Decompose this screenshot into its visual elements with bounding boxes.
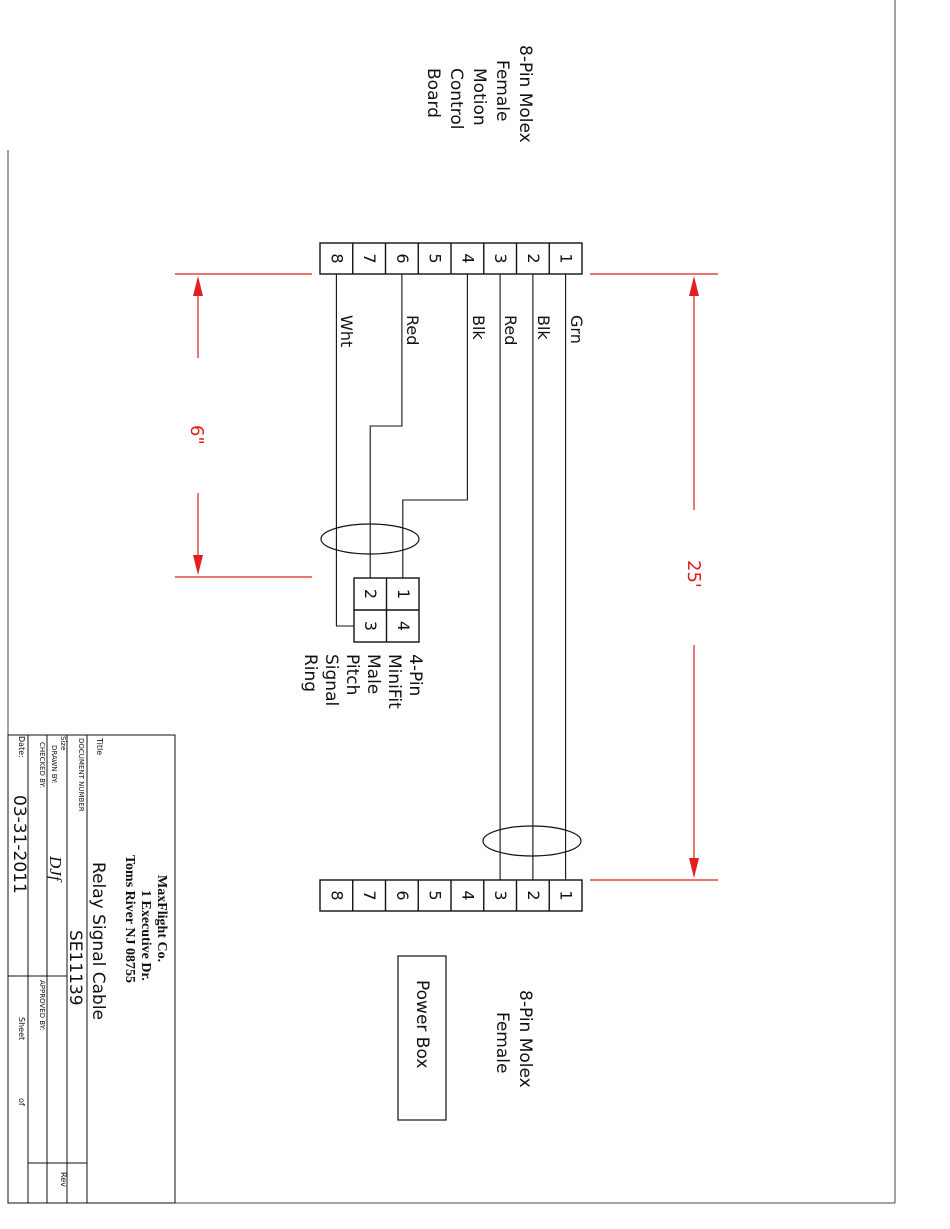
tb-title: Relay Signal Cable <box>88 862 108 1020</box>
tb-address1: 1 Executive Dr. <box>138 890 153 981</box>
dimension-short-label: 6" <box>186 425 207 445</box>
right-pin-4: 4 <box>458 890 477 900</box>
svg-text:MiniFit: MiniFit <box>384 654 404 709</box>
left-connector-label: 8-Pin Molex Female Motion Control Board <box>423 45 535 143</box>
title-block: MaxFlight Co. 1 Executive Dr. Toms River… <box>7 734 176 1204</box>
left-pin-7: 7 <box>360 253 379 263</box>
left-pin-1: 1 <box>557 253 576 263</box>
right-pin-2: 2 <box>524 890 543 900</box>
wire-pin6 <box>369 274 403 578</box>
svg-text:Male: Male <box>363 654 383 694</box>
tb-drawn-by-label: DRAWN BY: <box>50 745 58 784</box>
svg-text:Control: Control <box>446 68 466 129</box>
right-connector: 1 2 3 4 5 6 7 8 <box>319 879 583 912</box>
svg-text:8-Pin Molex: 8-Pin Molex <box>515 45 535 143</box>
tb-title-label: Title <box>95 737 104 755</box>
minifit-connector: 1 2 3 4 <box>353 577 420 643</box>
dimension-short <box>175 273 312 578</box>
wire-label-blk-2: Blk <box>534 315 553 340</box>
tb-date: 03-31-2011 <box>9 795 29 894</box>
tb-size-label: Size <box>59 736 67 750</box>
tb-approved-by-label: APPROVED BY: <box>38 980 46 1030</box>
wire-label-red-6: Red <box>403 315 422 345</box>
left-pin-6: 6 <box>393 253 412 263</box>
tb-drawn-by: DJf <box>46 855 65 883</box>
svg-text:Female: Female <box>492 60 512 121</box>
wire-labels: Grn Blk Red Blk Red Wht <box>337 315 586 347</box>
svg-text:Female: Female <box>492 1012 512 1073</box>
cable-tie-main <box>482 825 582 857</box>
tb-sheet-label: Sheet <box>17 1017 26 1040</box>
wire-label-wht: Wht <box>337 315 356 347</box>
svg-text:Signal: Signal <box>321 654 341 706</box>
minifit-pin-2: 2 <box>361 589 380 599</box>
tb-doc-number-label: DOCUMENT NUMBER <box>77 738 85 812</box>
svg-text:Ring: Ring <box>300 654 320 692</box>
svg-text:Board: Board <box>423 68 443 118</box>
wire-pin8 <box>335 274 354 627</box>
left-connector: 1 2 3 4 5 6 7 8 <box>319 242 583 275</box>
left-pin-4: 4 <box>458 253 477 263</box>
svg-text:4-Pin: 4-Pin <box>405 654 425 696</box>
minifit-label: 4-Pin MiniFit Male Pitch Signal Ring <box>300 654 425 709</box>
right-connector-label: 8-Pin Molex Female <box>492 990 535 1088</box>
right-pin-3: 3 <box>491 890 510 900</box>
svg-text:Power Box: Power Box <box>412 980 432 1068</box>
page-frame <box>7 0 896 1204</box>
tb-date-label: Date: <box>17 736 26 758</box>
right-pin-8: 8 <box>327 890 346 900</box>
left-pin-3: 3 <box>491 253 510 263</box>
tb-checked-by-label: CHECKED BY: <box>38 742 46 788</box>
tb-address2: Toms River NJ 08755 <box>122 855 137 983</box>
dimension-long <box>590 273 718 881</box>
svg-text:Pitch: Pitch <box>342 654 362 695</box>
tb-rev-label: Rev <box>59 1172 68 1187</box>
svg-text:Motion: Motion <box>469 68 489 126</box>
minifit-pin-1: 1 <box>394 589 413 599</box>
tb-doc-number: SE11139 <box>65 930 85 1006</box>
wires <box>335 274 567 880</box>
minifit-pin-3: 3 <box>361 621 380 631</box>
dimension-long-label: 25' <box>683 560 704 588</box>
right-pin-5: 5 <box>426 890 445 900</box>
wire-pin4 <box>402 274 468 578</box>
tb-of-label: of <box>17 1098 26 1106</box>
tb-company: MaxFlight Co. <box>154 875 169 962</box>
wire-label-red-3: Red <box>501 315 520 345</box>
right-pin-7: 7 <box>360 890 379 900</box>
svg-text:8-Pin Molex: 8-Pin Molex <box>515 990 535 1088</box>
wire-label-grn: Grn <box>567 315 586 344</box>
cable-tie-mini <box>320 523 420 555</box>
wire-label-blk-4: Blk <box>469 315 488 340</box>
right-pin-6: 6 <box>393 890 412 900</box>
left-pin-8: 8 <box>327 253 346 263</box>
left-pin-5: 5 <box>426 253 445 263</box>
right-pin-1: 1 <box>557 890 576 900</box>
left-pin-2: 2 <box>524 253 543 263</box>
power-box: Power Box <box>397 955 447 1121</box>
minifit-pin-4: 4 <box>394 621 413 631</box>
